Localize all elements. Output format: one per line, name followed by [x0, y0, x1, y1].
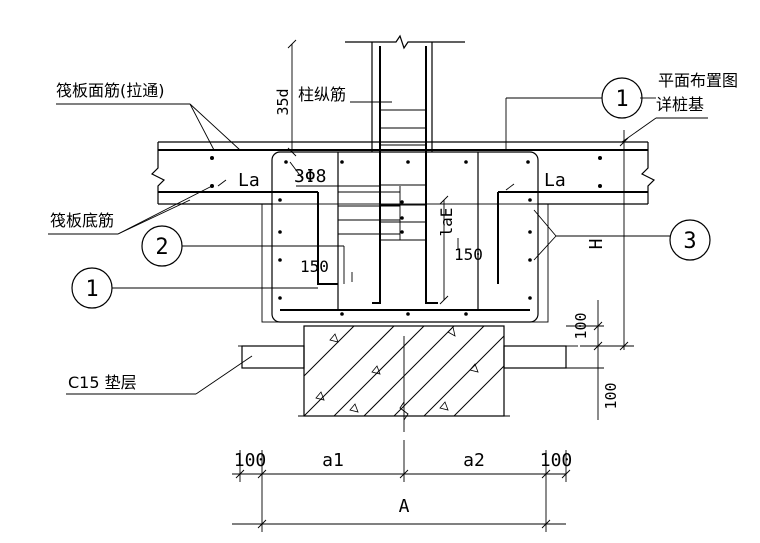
dim-right-100: 100: [540, 450, 573, 471]
callout-1-left-text: 1: [85, 277, 98, 302]
bottom-dimensions: 100 a1 a2 100 A: [232, 440, 572, 532]
raft-slab: [150, 141, 656, 205]
anchor-35d-label: 35d: [274, 88, 292, 115]
cover-150-right-label: 150: [454, 245, 483, 264]
dim-100-lower: 100: [602, 382, 620, 409]
column-rebar-label: 柱纵筋: [298, 85, 346, 104]
left-annotations: 筏板面筋(拉通) 筏板底筋 La 3Φ8 150: [48, 81, 381, 276]
dim-left-100: 100: [234, 450, 267, 471]
dim-a2: a2: [463, 450, 485, 471]
right-annotations: La laE 150: [437, 170, 566, 305]
cover-150-left-label: 150: [300, 257, 329, 276]
callout-1-top-text: 1: [615, 87, 628, 112]
dim-a1: a1: [322, 450, 344, 471]
raft-top-rebar-label: 筏板面筋(拉通): [56, 81, 165, 100]
column: 柱纵筋: [298, 34, 465, 304]
cushion-label: C15 垫层: [68, 373, 137, 392]
dim-total-a: A: [399, 496, 410, 517]
height-dimension: H 100 100: [566, 130, 634, 420]
la-left-label: La: [238, 170, 260, 191]
ref-plan-line1: 平面布置图: [658, 71, 738, 90]
dim-100-upper: 100: [572, 312, 590, 339]
lae-label: laE: [437, 208, 456, 237]
height-h-label: H: [586, 239, 607, 250]
cushion-layer: [238, 345, 578, 417]
callout-2-text: 2: [155, 235, 168, 260]
callout-3: 3: [533, 209, 711, 261]
raft-bottom-rebar-label: 筏板底筋: [50, 211, 114, 230]
stirrup-spec-label: 3Φ8: [294, 166, 327, 187]
callout-3-text: 3: [683, 229, 696, 254]
callout-2: 2: [141, 225, 345, 284]
la-right-label: La: [544, 170, 566, 191]
ref-plan-line2: 详桩基: [656, 95, 704, 114]
cushion-annotation: C15 垫层: [66, 355, 253, 395]
callout-1-left: 1: [71, 267, 318, 309]
callout-1-top: 1 平面布置图 详桩基: [505, 71, 738, 150]
anchor-35d-dimension: 35d: [274, 39, 297, 157]
pile-cap: [261, 151, 549, 323]
